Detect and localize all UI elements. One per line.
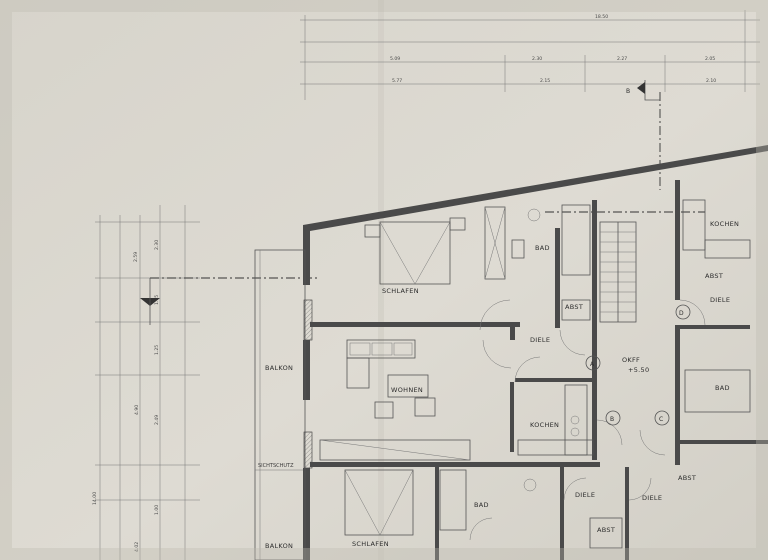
room-diele-bottom: DIELE [575,491,595,499]
room-schlafen-top: SCHLAFEN [382,287,419,295]
exterior-walls [303,145,768,560]
dim-top-1: 5.09 [390,56,400,62]
room-abst-top: ABST [565,303,583,311]
room-balkon: BALKON [265,364,293,372]
stair [599,221,637,323]
room-bad-top: BAD [535,244,550,252]
room-diele-bottom-right: DIELE [642,494,662,502]
dim-top-5: 5.77 [392,78,402,84]
room-wohnen: WOHNEN [391,386,423,394]
balcony: SICHTSCHUTZ BALKON BALKON [254,249,306,560]
dim-top-2: 2.30 [532,56,542,62]
room-kochen-center: KOCHEN [530,421,559,429]
room-bad-bottom: BAD [474,501,489,509]
sofa [346,339,416,359]
room-okff: OKFF [622,356,640,364]
overall-dimension: 18.50 [595,14,608,20]
room-kochen-right: KOCHEN [710,220,739,228]
room-balkon-bottom: BALKON [265,542,293,550]
dim-left-4: 1.25 [154,345,160,355]
bath-tub-top [561,204,591,276]
dim-left-8: 4.02 [134,542,140,552]
dim-top-4: 2.05 [705,56,715,62]
bath-tub-right [684,369,751,413]
bed-bottom [344,469,414,536]
room-schlafen-bottom: SCHLAFEN [352,540,389,548]
interior-walls [310,180,768,560]
room-abst-bottom-right: ABST [678,474,696,482]
top-dimension-chain: 18.50 5.09 2.30 2.27 2.05 5.77 2.15 2.10 [300,10,760,100]
door-marker-d: D [679,310,684,317]
room-diele-center: DIELE [530,336,550,344]
room-diele-right: DIELE [710,296,730,304]
door-marker-a: A [590,361,595,368]
room-abst-bottom: ABST [597,526,615,534]
left-dimension-chain: 2.59 2.30 1.15 1.25 4.90 2.49 1.00 4.02 … [92,205,200,560]
room-labels: SCHLAFEN WOHNEN BAD ABST DIELE KOCHEN OK… [352,220,739,548]
dim-left-6: 2.49 [154,415,160,425]
section-lines: B [140,80,705,325]
dim-left-9: 14.00 [92,492,98,505]
dim-left-7: 1.00 [154,505,160,515]
dim-left-5: 4.90 [134,405,140,415]
paper-fold [378,0,384,560]
dim-top-6: 2.15 [540,78,550,84]
dim-top-3: 2.27 [617,56,627,62]
room-bad-right: BAD [715,384,730,392]
room-sichtschutz: SICHTSCHUTZ [258,463,294,469]
dim-top-7: 2.10 [706,78,716,84]
dim-left-2: 2.30 [154,240,160,250]
dim-left-1: 2.59 [133,252,139,262]
door-marker-c: C [659,416,663,423]
room-abst-right: ABST [705,272,723,280]
room-okff-level: +5.50 [628,366,649,374]
section-marker-b: B [626,88,630,95]
door-marker-b: B [610,416,614,423]
door-swings [469,299,706,541]
furniture [319,199,751,549]
door-markers: A B C D [585,304,691,426]
